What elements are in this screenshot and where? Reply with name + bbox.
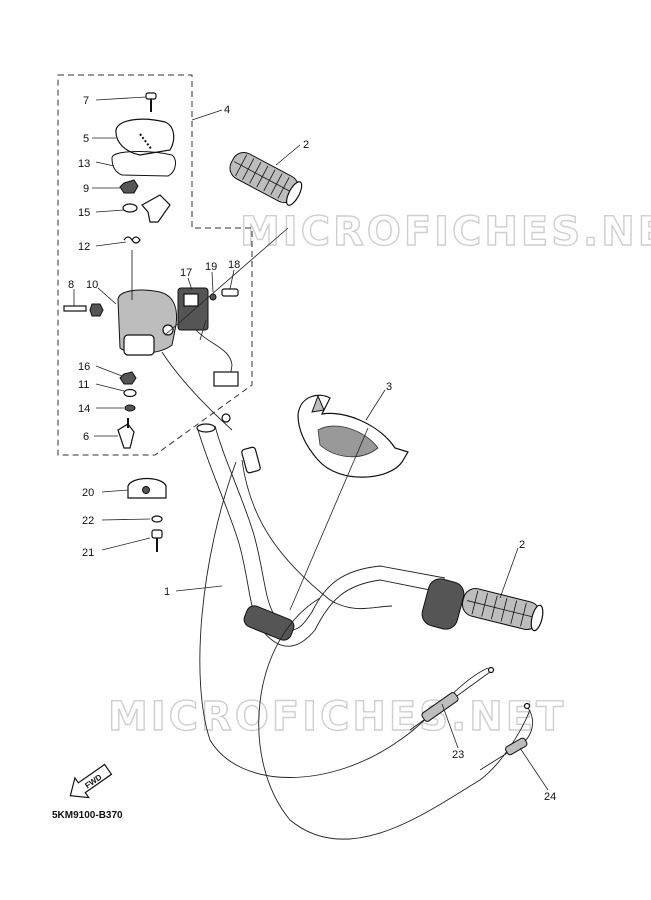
- handlebar-pad: [297, 394, 409, 478]
- fwd-arrow: FWD: [69, 763, 113, 799]
- handlebar: [196, 423, 446, 647]
- callout-8: 8: [68, 279, 74, 291]
- switch-housing-10: [117, 250, 178, 356]
- washer-15: [122, 194, 171, 223]
- callout-4: 4: [224, 104, 230, 116]
- callout-11: 11: [78, 379, 89, 391]
- screw-8: [63, 303, 104, 317]
- bolt-21: [151, 529, 163, 552]
- grip-right: [421, 578, 544, 632]
- callout-17: 17: [180, 267, 192, 279]
- callout-24: 24: [544, 791, 556, 803]
- callout-16: 16: [78, 361, 90, 373]
- grip-top: [229, 151, 303, 206]
- callout-5: 5: [83, 133, 89, 145]
- callout-2-right: 2: [519, 539, 525, 551]
- cable-23: [409, 666, 495, 731]
- diagram-code: 5KM9100-B370: [52, 810, 123, 821]
- cable-24: [479, 702, 533, 771]
- cover-5: [115, 118, 175, 156]
- callout-9: 9: [83, 183, 89, 195]
- washer-22: [151, 515, 163, 523]
- callout-20: 20: [82, 487, 94, 499]
- callout-12: 12: [78, 241, 90, 253]
- callout-labels: 7 5 13 9 15 12 8 10 16 11 14 6 17 19 18 …: [68, 95, 556, 803]
- lever-6: [117, 418, 135, 449]
- screw-7: [145, 92, 157, 112]
- callout-15: 15: [78, 207, 90, 219]
- callout-3: 3: [386, 381, 392, 393]
- washer-11: [123, 388, 137, 398]
- gasket-13: [111, 151, 176, 177]
- callout-10: 10: [86, 279, 98, 291]
- callout-13: 13: [78, 158, 90, 170]
- washer-14: [124, 404, 136, 412]
- callout-22: 22: [82, 515, 94, 527]
- clamp-20: [127, 477, 167, 499]
- watermark-bottom: MICROFICHES.NET: [108, 694, 566, 740]
- callout-21: 21: [82, 547, 94, 559]
- spring-12: [123, 236, 141, 244]
- washer-19: [209, 293, 217, 301]
- callout-6: 6: [83, 431, 89, 443]
- assembly-boundary: [57, 74, 253, 456]
- screw-18: [221, 288, 239, 297]
- callout-7: 7: [83, 95, 89, 107]
- callout-1: 1: [164, 586, 170, 598]
- callout-19: 19: [205, 261, 217, 273]
- callout-2-top: 2: [303, 139, 309, 151]
- nut-9: [119, 179, 139, 194]
- nut-16: [119, 371, 137, 385]
- callout-18: 18: [228, 259, 240, 271]
- callout-14: 14: [78, 403, 90, 415]
- leader-lines: [73, 96, 549, 791]
- callout-23: 23: [452, 749, 464, 761]
- watermark-top: MICROFICHES.NET: [240, 209, 651, 255]
- switch-17: [177, 287, 239, 387]
